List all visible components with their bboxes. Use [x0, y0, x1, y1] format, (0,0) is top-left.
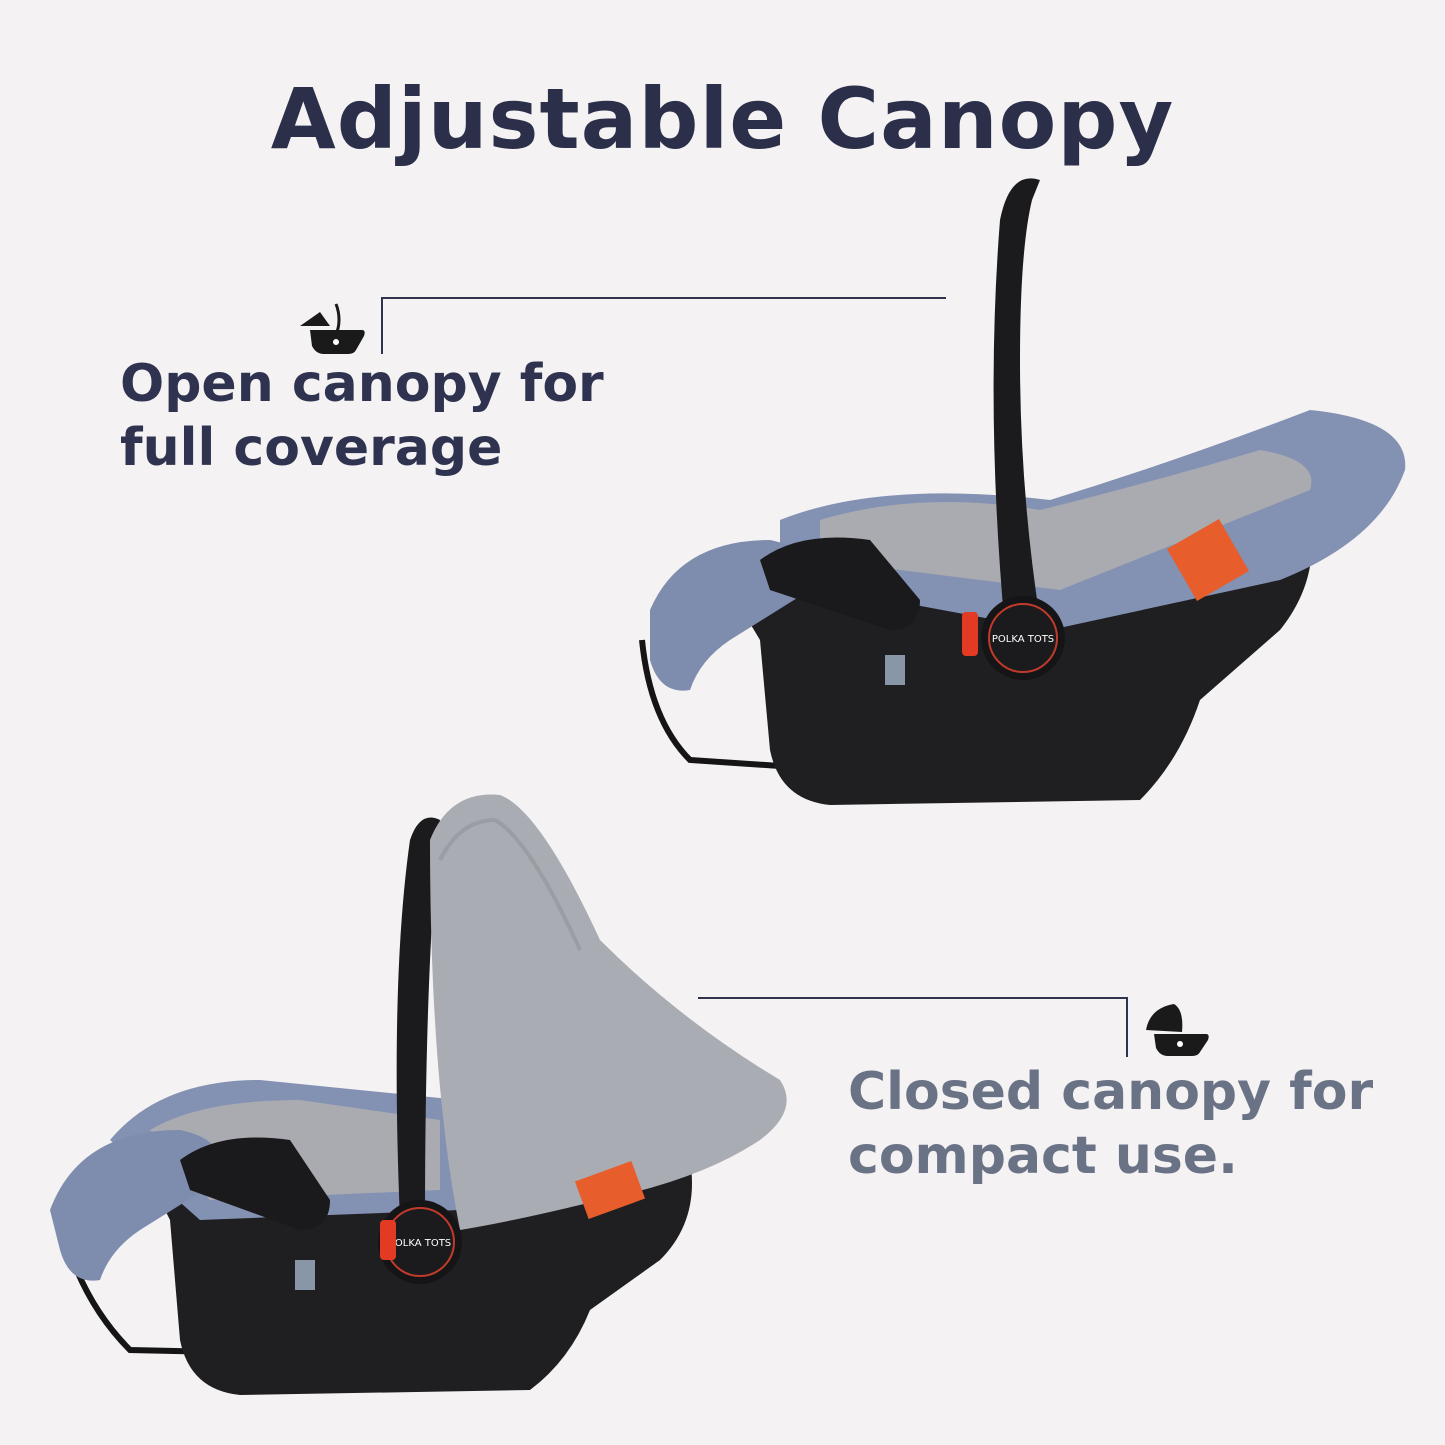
callout-line-open-horizontal	[382, 297, 946, 299]
car-seat-open-icon	[300, 303, 365, 354]
car-seat-closed-image: POLKA TOTS	[50, 794, 787, 1395]
car-seat-closed-icon	[1146, 1004, 1209, 1056]
open-caption-line-2: full coverage	[120, 418, 503, 478]
closed-caption-line-2: compact use.	[848, 1126, 1238, 1186]
open-canopy-caption: Open canopy for full coverage	[120, 352, 604, 480]
closed-canopy-caption: Closed canopy for compact use.	[848, 1060, 1373, 1188]
car-seat-open-image: POLKA TOTS	[639, 178, 1406, 805]
callout-line-closed-horizontal	[698, 997, 1128, 999]
closed-caption-line-1: Closed canopy for	[848, 1062, 1374, 1122]
brand-logo-bottom: POLKA TOTS	[389, 1238, 451, 1249]
page-title: Adjustable Canopy	[270, 70, 1175, 168]
brand-logo-top: POLKA TOTS	[992, 634, 1054, 645]
callout-line-closed-vertical	[1126, 997, 1128, 1057]
open-caption-line-1: Open canopy for	[120, 354, 604, 414]
callout-line-open-vertical	[381, 297, 383, 354]
